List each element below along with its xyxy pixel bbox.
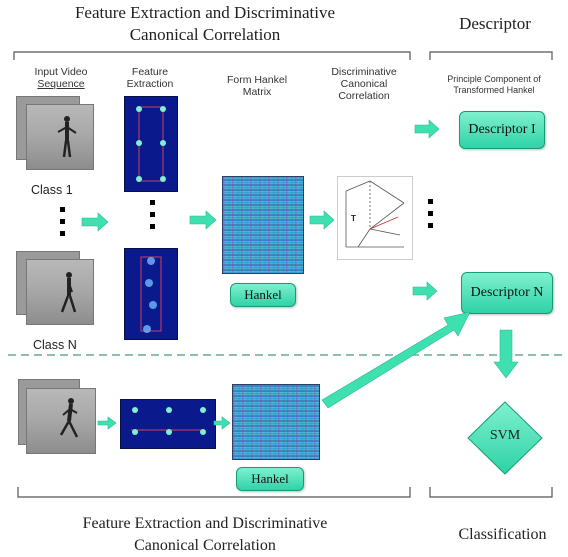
ellipsis-dot: [60, 231, 65, 236]
feature-keypoints-icon: [136, 106, 166, 182]
header-feature-line1: Feature: [131, 66, 169, 78]
classification-title: Classification: [458, 526, 547, 543]
header-dcc-line2: Canonical: [340, 78, 388, 90]
top-title: Feature Extraction and Discriminative Ca…: [40, 2, 370, 46]
hankel-matrix-top: [222, 176, 304, 274]
class1-frame-front: [26, 104, 94, 170]
bottom-title-line2: Canonical Correlation: [134, 537, 276, 554]
hankel-button-bottom: Hankel: [236, 467, 304, 491]
ellipsis-dot: [150, 212, 155, 217]
top-title-line2: Canonical Correlation: [129, 25, 281, 44]
feature-map-classN: [124, 248, 178, 340]
test-frame-front: [26, 388, 96, 454]
header-feature-extraction: Feature Extraction: [112, 66, 188, 90]
header-input-video: Input Video Sequence: [20, 66, 102, 90]
svm-label: SVM: [489, 428, 521, 443]
running-person-icon: [59, 398, 79, 438]
dcc-diagram: T: [337, 176, 413, 260]
header-dcc: Discriminative Canonical Correlation: [318, 66, 410, 102]
svm-node: SVM: [466, 400, 544, 476]
ellipsis-dot: [428, 223, 433, 228]
header-feature-line2: Extraction: [126, 78, 174, 90]
classN-frame-front: [26, 259, 94, 325]
header-principal-component: Principle Component of Transformed Hanke…: [432, 74, 556, 96]
header-dcc-line3: Correlation: [338, 90, 390, 102]
hankel-button-top: Hankel: [230, 283, 296, 307]
ellipsis-dot: [150, 200, 155, 205]
classN-label: Class N: [33, 338, 77, 352]
hankel-matrix-bottom: [232, 384, 320, 460]
header-pca-line2: Transformed Hankel: [453, 85, 535, 95]
ellipsis-dot: [428, 211, 433, 216]
header-hankel-line2: Matrix: [242, 86, 272, 98]
feature-map-class1: [124, 96, 178, 192]
descriptor-title: Descriptor: [459, 14, 531, 33]
walking-person-icon: [60, 272, 77, 313]
ellipsis-dot: [60, 207, 65, 212]
header-pca-line1: Principle Component of: [447, 74, 541, 84]
ellipsis-dot: [60, 219, 65, 224]
header-hankel-matrix: Form Hankel Matrix: [212, 74, 302, 98]
ellipsis-dot: [428, 199, 433, 204]
bottom-title: Feature Extraction and Discriminative Ca…: [40, 513, 370, 557]
class1-label: Class 1: [31, 183, 73, 197]
standing-person-icon: [57, 116, 77, 158]
svm-diamond-icon: [467, 401, 543, 475]
descriptor-1-box: Descriptor I: [459, 111, 545, 149]
header-input-line2: Sequence: [37, 78, 85, 90]
header-hankel-line1: Form Hankel: [226, 74, 288, 86]
top-title-line1: Feature Extraction and Discriminative: [74, 3, 336, 22]
feature-keypoints-icon: [131, 407, 206, 435]
dcc-t-label: T: [351, 214, 356, 223]
feature-keypoints-icon: [140, 256, 162, 333]
feature-map-test: [120, 399, 216, 449]
dcc-geometry-icon: T: [345, 180, 405, 248]
header-input-line1: Input Video: [34, 66, 88, 78]
header-dcc-line1: Discriminative: [331, 66, 397, 78]
bottom-title-line1: Feature Extraction and Discriminative: [82, 515, 328, 532]
descriptor-n-box: Descriptor N: [461, 272, 553, 314]
ellipsis-dot: [150, 224, 155, 229]
